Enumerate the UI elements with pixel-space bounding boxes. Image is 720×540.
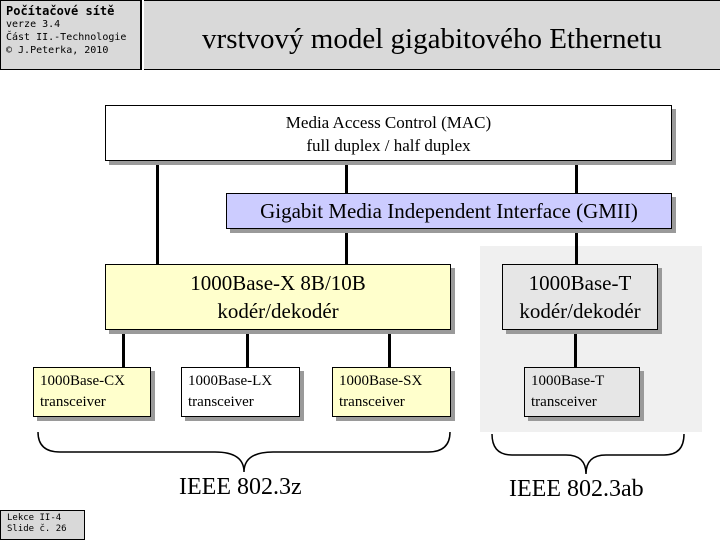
brace-ieee-802-3ab	[491, 433, 685, 475]
gmii-layer-box: Gigabit Media Independent Interface (GMI…	[226, 193, 672, 229]
transceiver-sx-subtitle: transceiver	[339, 394, 405, 410]
coder-x-box: 1000Base-X 8B/10B kodér/dekodér	[105, 264, 451, 330]
wire-coder-x-cx	[122, 330, 125, 367]
transceiver-sx-title: 1000Base-SX	[339, 373, 423, 389]
mac-subtitle: full duplex / half duplex	[306, 136, 471, 155]
transceiver-cx-subtitle: transceiver	[40, 394, 106, 410]
brace-ieee-802-3z	[37, 431, 451, 473]
transceiver-t-title: 1000Base-T	[531, 373, 605, 389]
standard-ieee-802-3ab: IEEE 802.3ab	[509, 476, 644, 502]
wire-coder-x-lx	[246, 330, 249, 367]
mac-layer-box: Media Access Control (MAC) full duplex /…	[105, 105, 672, 161]
coder-t-subtitle: kodér/dekodér	[519, 299, 641, 323]
course-name: Počítačové sítě	[6, 4, 115, 18]
version-label: verze 3.4	[6, 19, 61, 30]
transceiver-cx-title: 1000Base-CX	[40, 373, 125, 389]
standard-ieee-802-3z: IEEE 802.3z	[179, 474, 302, 500]
transceiver-t-subtitle: transceiver	[531, 394, 597, 410]
wire-gmii-coder-t	[575, 229, 578, 264]
transceiver-lx-title: 1000Base-LX	[188, 373, 273, 389]
wire-gmii-coder-x	[345, 229, 348, 264]
wire-mac-gmii-right	[575, 161, 578, 193]
footer-panel: Lekce II-4 Slide č. 26	[0, 510, 85, 540]
transceiver-t-box: 1000Base-T transceiver	[524, 367, 640, 417]
wire-coder-t-trx	[574, 330, 577, 367]
mac-title: Media Access Control (MAC)	[285, 113, 492, 132]
header-info-panel: Počítačové sítě verze 3.4 Část II.-Techn…	[0, 0, 142, 70]
author-label: © J.Peterka, 2010	[6, 45, 109, 56]
wire-mac-gmii-left	[345, 161, 348, 193]
transceiver-lx-subtitle: transceiver	[188, 394, 254, 410]
transceiver-lx-box: 1000Base-LX transceiver	[181, 367, 300, 417]
wire-mac-coder-x	[156, 161, 159, 264]
wire-coder-x-sx	[388, 330, 391, 367]
coder-x-subtitle: kodér/dekodér	[217, 299, 339, 323]
part-label: Část II.-Technologie	[6, 32, 127, 43]
transceiver-cx-box: 1000Base-CX transceiver	[33, 367, 151, 417]
slide-title: vrstvový model gigabitového Ethernetu	[144, 0, 720, 70]
coder-t-box: 1000Base-T kodér/dekodér	[502, 264, 658, 330]
slide-number: Slide č. 26	[7, 524, 67, 534]
lecture-label: Lekce II-4	[7, 513, 62, 523]
transceiver-sx-box: 1000Base-SX transceiver	[332, 367, 451, 417]
coder-x-title: 1000Base-X 8B/10B	[190, 271, 366, 295]
coder-t-title: 1000Base-T	[528, 271, 632, 295]
